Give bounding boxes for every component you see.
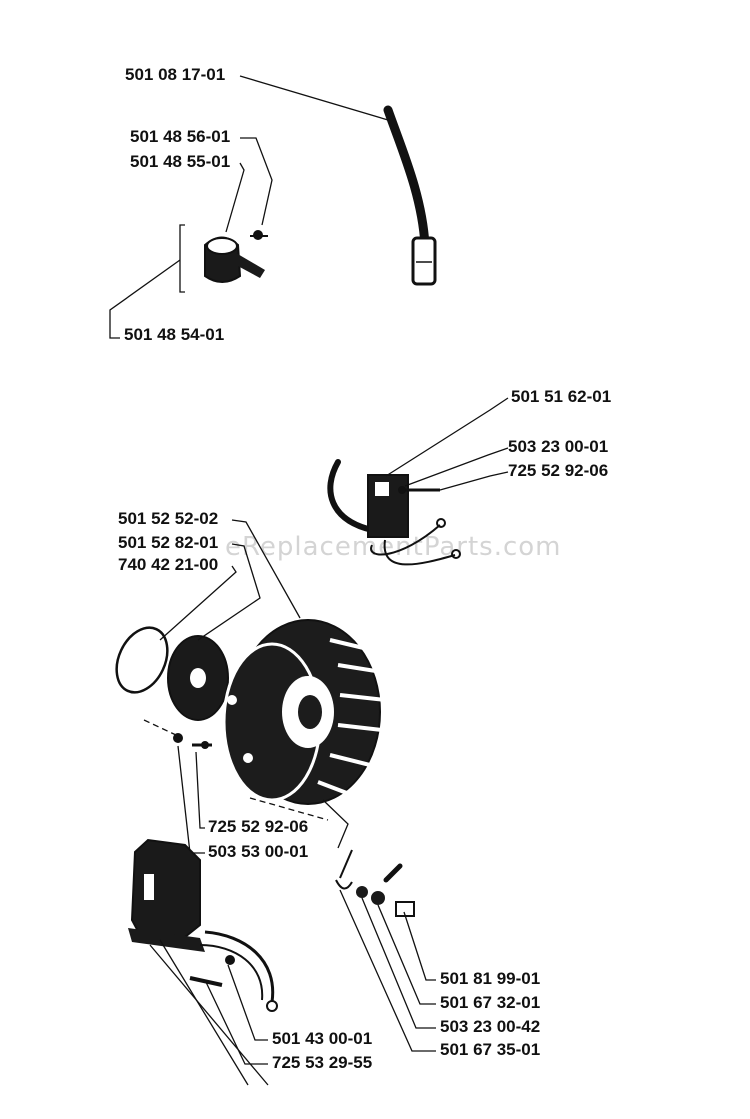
ignition-coil-part	[128, 838, 278, 1012]
label-bracket-a: 501 48 56-01	[130, 127, 230, 146]
label-washer-top: 503 23 00-01	[508, 437, 608, 456]
screw-washer-mid-part	[173, 733, 212, 749]
label-p2: 501 67 32-01	[440, 993, 540, 1012]
label-bracket-b: 501 48 55-01	[130, 152, 230, 171]
oring-part	[115, 626, 169, 694]
label-flywheel: 501 52 52-02	[118, 509, 218, 528]
flywheel-part	[222, 619, 386, 805]
label-screw-mid: 725 52 92-06	[208, 817, 308, 836]
label-washer-mid: 503 53 00-01	[208, 842, 308, 861]
label-screw-top: 725 52 92-06	[508, 461, 608, 480]
label-hub: 501 52 82-01	[118, 533, 218, 552]
label-hv-lead: 501 08 17-01	[125, 65, 225, 84]
hub-part	[167, 635, 229, 721]
ignition-module-part	[327, 459, 461, 566]
label-module-top: 501 51 62-01	[511, 387, 611, 406]
small-parts-group	[335, 849, 415, 917]
label-oring: 740 42 21-00	[118, 555, 218, 574]
label-coil-screw: 725 53 29-55	[272, 1053, 372, 1072]
label-p3: 503 23 00-42	[440, 1017, 540, 1036]
label-coil: 501 43 00-01	[272, 1029, 372, 1048]
label-p1: 501 81 99-01	[440, 969, 540, 988]
bracket-part	[204, 230, 268, 283]
label-bracket-assy: 501 48 54-01	[124, 325, 224, 344]
hv-lead-part	[383, 105, 437, 286]
label-p4: 501 67 35-01	[440, 1040, 540, 1059]
